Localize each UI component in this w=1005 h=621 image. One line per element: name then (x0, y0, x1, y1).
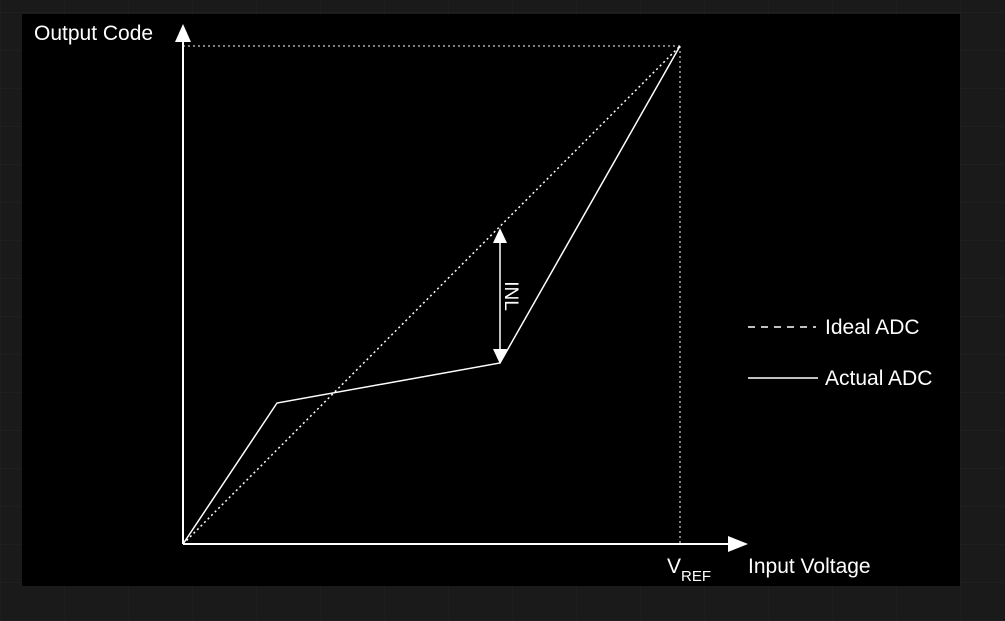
vref-main: V (667, 555, 681, 578)
vref-label: VREF (667, 555, 711, 585)
x-axis-arrowhead (728, 536, 748, 552)
inl-label: INL (500, 281, 521, 311)
inl-arrow-top-head (493, 228, 507, 243)
legend-ideal-label: Ideal ADC (825, 316, 920, 339)
y-axis-arrowhead (175, 24, 191, 42)
actual-adc-line (182, 45, 681, 545)
inl-arrow-bottom-head (493, 349, 507, 364)
y-axis-label: Output Code (34, 22, 153, 45)
ideal-adc-line (182, 45, 681, 545)
legend-actual-label: Actual ADC (825, 367, 932, 390)
diagram-panel (22, 14, 960, 586)
vref-subscript: REF (681, 568, 711, 585)
x-axis-label: Input Voltage (748, 555, 871, 578)
